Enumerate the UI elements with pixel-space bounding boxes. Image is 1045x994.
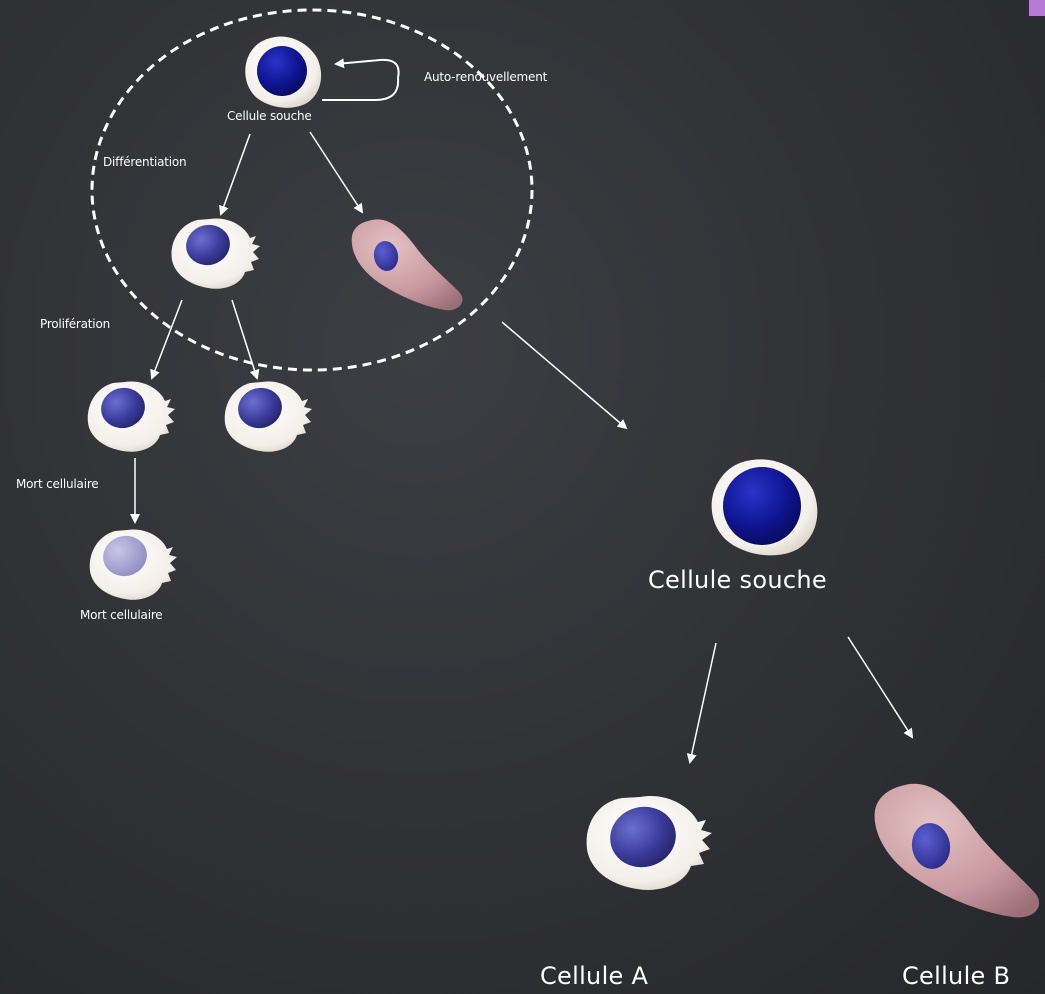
label-differentiation: Différentiation [103,155,186,169]
dying-cell [90,529,177,599]
differentiated-cell [171,218,260,288]
label-cellule-souche-small: Cellule souche [227,109,312,123]
arrow-zoom [502,322,626,428]
arrow-stem-to-cell [221,134,250,214]
arrow-stem-to-fibroblast [310,132,362,212]
cell-b-image [875,784,1040,918]
stem-cell-small [245,37,321,108]
arrow-prolif-left [152,300,182,378]
label-auto-renouvellement: Auto-renouvellement [424,70,547,84]
label-cellule-souche-large: Cellule souche [648,566,827,594]
arrow-prolif-right [232,300,257,378]
arrow-to-cell-a [690,643,716,762]
arrow-to-cell-b [848,637,912,737]
label-proliferation: Prolifération [40,317,110,331]
corner-accent-tab [1029,0,1045,16]
proliferated-cell-right [225,381,312,451]
self-renewal-loop-return [322,78,398,100]
label-mort-cellulaire-arrow: Mort cellulaire [16,477,98,491]
label-mort-cellulaire-cell: Mort cellulaire [80,608,162,622]
label-cellule-a: Cellule A [540,962,648,990]
cell-a-image [587,796,712,890]
fibroblast-cell-small [352,219,463,310]
proliferated-cell-left [88,381,175,451]
stem-cell-large [712,459,818,555]
self-renewal-loop-arrow [336,60,399,78]
label-cellule-b: Cellule B [902,962,1010,990]
